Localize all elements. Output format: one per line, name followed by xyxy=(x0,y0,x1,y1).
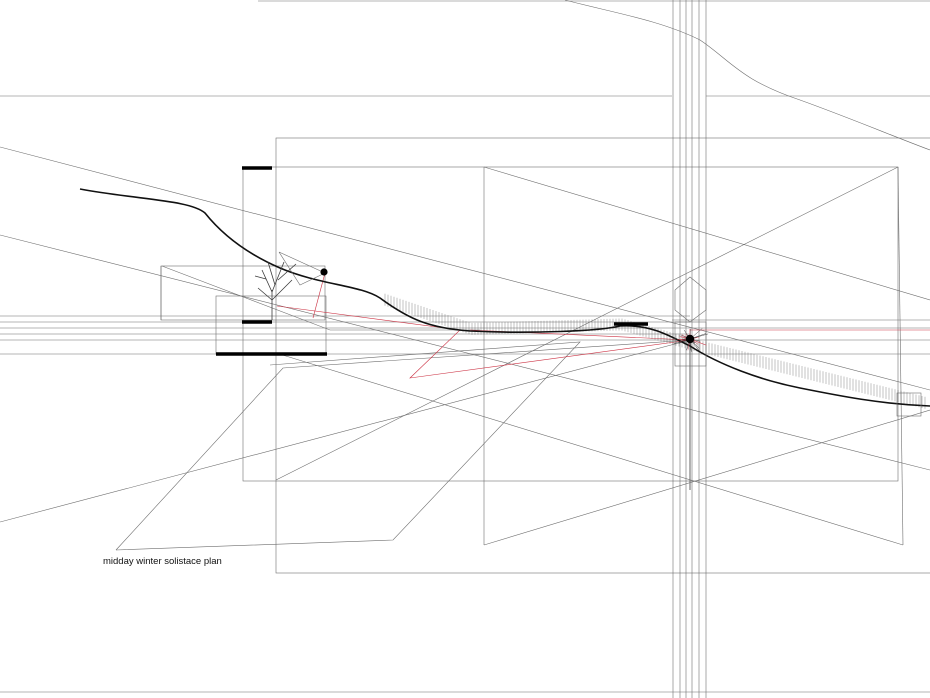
triangle-marker xyxy=(278,251,326,286)
main-path xyxy=(79,188,930,407)
horizontal-band xyxy=(0,315,930,355)
bars xyxy=(216,166,648,356)
cross-diagonals xyxy=(0,146,930,546)
sun-dot xyxy=(320,268,328,276)
contour-line xyxy=(564,0,930,151)
terrain-hatching xyxy=(384,293,926,409)
hexagon-marker xyxy=(674,276,922,417)
construction-polygons xyxy=(115,265,691,551)
focal-dot xyxy=(685,334,695,344)
drawing-caption: midday winter solistace plan xyxy=(103,556,222,567)
tree-icon xyxy=(254,261,297,320)
vertical-grid xyxy=(672,0,707,698)
sun-rays xyxy=(276,272,930,379)
